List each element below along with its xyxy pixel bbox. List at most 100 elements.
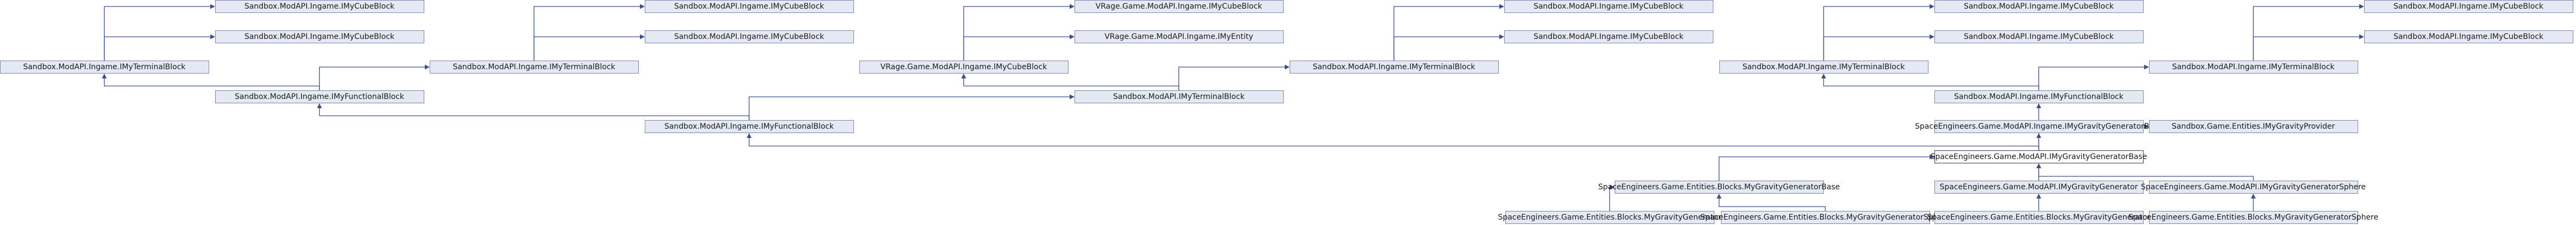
class-node[interactable]: Sandbox.Game.Entities.IMyGravityProvider: [2149, 120, 2358, 133]
node-label: SpaceEngineers.Game.ModAPI.IMyGravityGen…: [1940, 183, 2138, 191]
node-label: Sandbox.ModAPI.Ingame.IMyFunctionalBlock: [235, 92, 405, 101]
node-label: SpaceEngineers.Game.Entities.Blocks.MyGr…: [2128, 213, 2378, 222]
node-label: Sandbox.ModAPI.IMyTerminalBlock: [1113, 92, 1245, 101]
class-node[interactable]: SpaceEngineers.Game.ModAPI.Ingame.IMyGra…: [1915, 120, 2163, 133]
class-node[interactable]: VRage.Game.ModAPI.Ingame.IMyEntity: [1075, 30, 1284, 43]
class-node[interactable]: SpaceEngineers.Game.ModAPI.IMyGravityGen…: [2141, 181, 2366, 194]
node-box: [1934, 181, 2144, 194]
node-label: Sandbox.ModAPI.Ingame.IMyCubeBlock: [2393, 2, 2544, 11]
inheritance-edge: [1718, 154, 1934, 181]
class-node[interactable]: VRage.Game.ModAPI.Ingame.IMyCubeBlock: [859, 61, 1069, 74]
class-node[interactable]: Sandbox.ModAPI.Ingame.IMyCubeBlock: [215, 30, 424, 43]
class-node[interactable]: Sandbox.ModAPI.Ingame.IMyCubeBlock: [2364, 30, 2573, 43]
class-node[interactable]: Sandbox.ModAPI.Ingame.IMyTerminalBlock: [430, 61, 639, 74]
node-box: [645, 120, 854, 133]
node-box: [2364, 30, 2573, 43]
inheritance-edge: [961, 74, 1180, 90]
class-node[interactable]: Sandbox.ModAPI.Ingame.IMyCubeBlock: [645, 30, 854, 43]
inheritance-edge: [316, 103, 750, 120]
node-label: SpaceEngineers.Game.ModAPI.IMyGravityGen…: [1931, 153, 2147, 161]
node-box: [215, 0, 424, 13]
node-label: Sandbox.ModAPI.Ingame.IMyFunctionalBlock: [1954, 92, 2124, 101]
class-node[interactable]: Sandbox.ModAPI.Ingame.IMyCubeBlock: [1934, 30, 2144, 43]
inheritance-edge: [101, 74, 320, 90]
inheritance-edge: [963, 4, 1075, 61]
class-node[interactable]: SpaceEngineers.Game.Entities.Blocks.MyGr…: [1598, 181, 1840, 194]
inheritance-edge: [1823, 34, 1934, 61]
inheritance-edge: [963, 34, 1075, 61]
edges: [101, 4, 2364, 211]
node-box: [215, 30, 424, 43]
class-node[interactable]: Sandbox.ModAPI.IMyTerminalBlock: [1075, 90, 1284, 103]
node-box: [859, 61, 1069, 74]
class-node[interactable]: Sandbox.ModAPI.Ingame.IMyTerminalBlock: [0, 61, 209, 74]
class-node[interactable]: SpaceEngineers.Game.Entities.Blocks.MyGr…: [1498, 211, 1721, 224]
node-box: [1504, 30, 1713, 43]
node-label: Sandbox.ModAPI.Ingame.IMyCubeBlock: [674, 2, 825, 11]
class-node[interactable]: SpaceEngineers.Game.ModAPI.IMyGravityGen…: [1931, 150, 2147, 163]
node-label: VRage.Game.ModAPI.Ingame.IMyCubeBlock: [1096, 2, 1263, 11]
node-box: [2149, 120, 2358, 133]
inheritance-edge: [1178, 64, 1290, 90]
class-node[interactable]: SpaceEngineers.Game.Entities.Blocks.MyGr…: [1700, 211, 1950, 224]
inheritance-edge: [748, 94, 1075, 120]
class-node[interactable]: Sandbox.ModAPI.Ingame.IMyFunctionalBlock: [645, 120, 854, 133]
class-node[interactable]: Sandbox.ModAPI.Ingame.IMyTerminalBlock: [2149, 61, 2358, 74]
class-node[interactable]: Sandbox.ModAPI.Ingame.IMyFunctionalBlock: [1934, 90, 2144, 103]
node-box: [1075, 90, 1284, 103]
class-node[interactable]: Sandbox.ModAPI.Ingame.IMyTerminalBlock: [1290, 61, 1499, 74]
node-label: Sandbox.ModAPI.Ingame.IMyCubeBlock: [1533, 2, 1684, 11]
inheritance-edge: [2036, 163, 2254, 181]
node-box: [1934, 120, 2144, 133]
node-box: [1721, 211, 1930, 224]
node-label: SpaceEngineers.Game.Entities.Blocks.MyGr…: [1498, 213, 1721, 222]
class-node[interactable]: Sandbox.ModAPI.Ingame.IMyCubeBlock: [1934, 0, 2144, 13]
node-label: Sandbox.ModAPI.Ingame.IMyCubeBlock: [2393, 32, 2544, 41]
class-node[interactable]: Sandbox.ModAPI.Ingame.IMyCubeBlock: [645, 0, 854, 13]
class-node[interactable]: SpaceEngineers.Game.Entities.Blocks.MyGr…: [1927, 211, 2151, 224]
node-box: [2149, 181, 2358, 194]
node-box: [1075, 0, 1284, 13]
class-node[interactable]: Sandbox.ModAPI.Ingame.IMyCubeBlock: [2364, 0, 2573, 13]
node-label: SpaceEngineers.Game.ModAPI.IMyGravityGen…: [2141, 183, 2366, 191]
node-label: SpaceEngineers.Game.Entities.Blocks.MyGr…: [1927, 213, 2151, 222]
node-label: VRage.Game.ModAPI.Ingame.IMyEntity: [1104, 32, 1253, 41]
node-box: [1719, 61, 1928, 74]
node-box: [1934, 90, 2144, 103]
class-node[interactable]: SpaceEngineers.Game.Entities.Blocks.MyGr…: [2128, 211, 2378, 224]
inheritance-edge: [319, 64, 430, 90]
node-box: [645, 0, 854, 13]
inheritance-edge: [1609, 184, 1615, 211]
inheritance-edge: [533, 4, 645, 61]
node-box: [2149, 61, 2358, 74]
inheritance-edge: [1716, 194, 1826, 211]
node-box: [1615, 181, 1824, 194]
node-box: [1934, 0, 2144, 13]
node-box: [1934, 211, 2144, 224]
node-box: [1075, 30, 1284, 43]
class-node[interactable]: SpaceEngineers.Game.ModAPI.IMyGravityGen…: [1934, 181, 2144, 194]
node-label: Sandbox.ModAPI.Ingame.IMyTerminalBlock: [1313, 63, 1476, 71]
inheritance-edge: [103, 4, 215, 61]
class-node[interactable]: Sandbox.ModAPI.Ingame.IMyCubeBlock: [215, 0, 424, 13]
inheritance-edge: [1821, 74, 2040, 90]
node-label: Sandbox.ModAPI.Ingame.IMyTerminalBlock: [2172, 63, 2335, 71]
class-node[interactable]: Sandbox.ModAPI.Ingame.IMyTerminalBlock: [1719, 61, 1928, 74]
class-node[interactable]: Sandbox.ModAPI.Ingame.IMyFunctionalBlock: [215, 90, 424, 103]
node-box: [1934, 150, 2144, 163]
class-node[interactable]: Sandbox.ModAPI.Ingame.IMyCubeBlock: [1504, 30, 1713, 43]
node-label: VRage.Game.ModAPI.Ingame.IMyCubeBlock: [881, 63, 1047, 71]
inheritance-edge: [1393, 34, 1504, 61]
class-node[interactable]: Sandbox.ModAPI.Ingame.IMyCubeBlock: [1504, 0, 1713, 13]
node-box: [0, 61, 209, 74]
inheritance-edge: [533, 34, 645, 61]
node-box: [430, 61, 639, 74]
class-node[interactable]: VRage.Game.ModAPI.Ingame.IMyCubeBlock: [1075, 0, 1284, 13]
node-label: Sandbox.ModAPI.Ingame.IMyCubeBlock: [244, 32, 395, 41]
node-box: [1505, 211, 1714, 224]
inheritance-edge: [1393, 4, 1504, 61]
node-label: SpaceEngineers.Game.ModAPI.Ingame.IMyGra…: [1915, 122, 2163, 131]
node-label: Sandbox.Game.Entities.IMyGravityProvider: [2172, 122, 2335, 131]
